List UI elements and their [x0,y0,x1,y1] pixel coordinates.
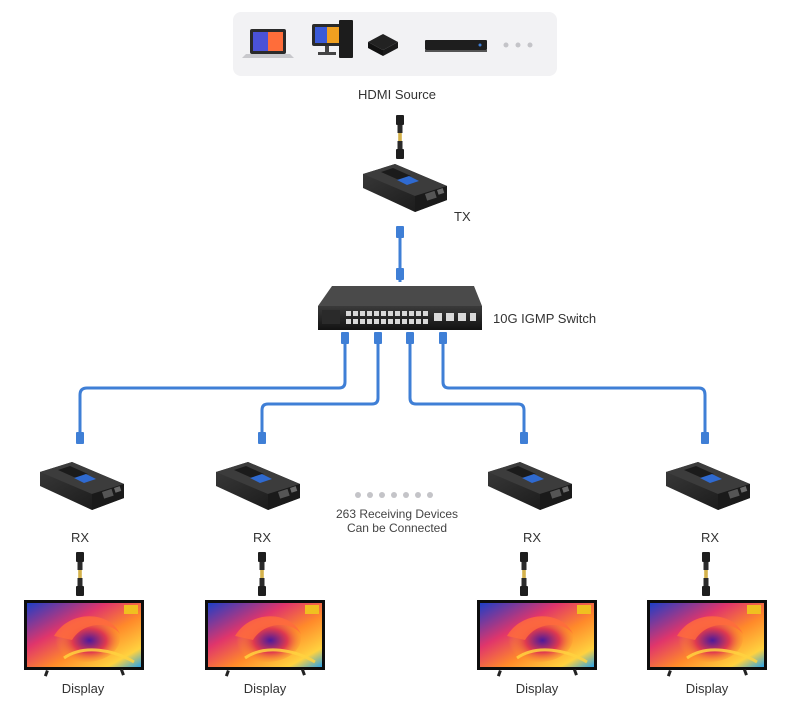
network-cable-rx-2 [260,338,380,442]
tv-display-icon-2 [203,598,327,679]
tx-extender-icon [363,164,447,212]
more-devices-dots [355,492,433,498]
network-cable-rx-3 [408,338,526,442]
tv-display-icon-1 [22,598,146,679]
switch-label: 10G IGMP Switch [493,311,597,326]
ellipsis-icon [503,42,533,48]
display-label-3: Display [515,681,559,696]
display-label-4: Display [685,681,729,696]
desktop-pc-icon [312,20,353,58]
hdmi-cable-icon-rx-1 [76,552,84,596]
rx-label-4: RX [700,530,720,545]
hdmi-cable-icon-rx-2 [258,552,266,596]
hdmi-cable-icon-rx-4 [702,552,710,596]
set-top-box-icon [425,40,487,52]
network-cable-rx-1 [78,338,347,442]
hdmi-cable-icon-rx-3 [520,552,528,596]
rx-label-2: RX [252,530,272,545]
display-label-2: Display [243,681,287,696]
hdmi-cable-icon [396,115,404,159]
tx-label: TX [454,209,471,224]
laptop-icon [242,29,294,58]
receivers-note: 263 Receiving Devices Can be Connected [322,507,472,535]
media-box-icon [368,34,398,56]
rx-extender-icon-1 [40,462,124,510]
rx-extender-icon-2 [216,462,300,510]
rx-label-3: RX [522,530,542,545]
rx-extender-icon-4 [666,462,750,510]
rx-label-1: RX [70,530,90,545]
network-cable-rx-4 [441,338,707,442]
network-switch-icon [318,286,482,330]
receivers-note-line-2: Can be Connected [346,521,448,535]
tv-display-icon-3 [475,598,599,679]
network-cable-tx [396,226,404,282]
rx-extender-icon-3 [488,462,572,510]
tv-display-icon-4 [645,598,769,679]
display-label-1: Display [61,681,105,696]
receivers-note-line-1: 263 Receiving Devices [335,507,459,521]
source-label: HDMI Source [357,87,437,102]
